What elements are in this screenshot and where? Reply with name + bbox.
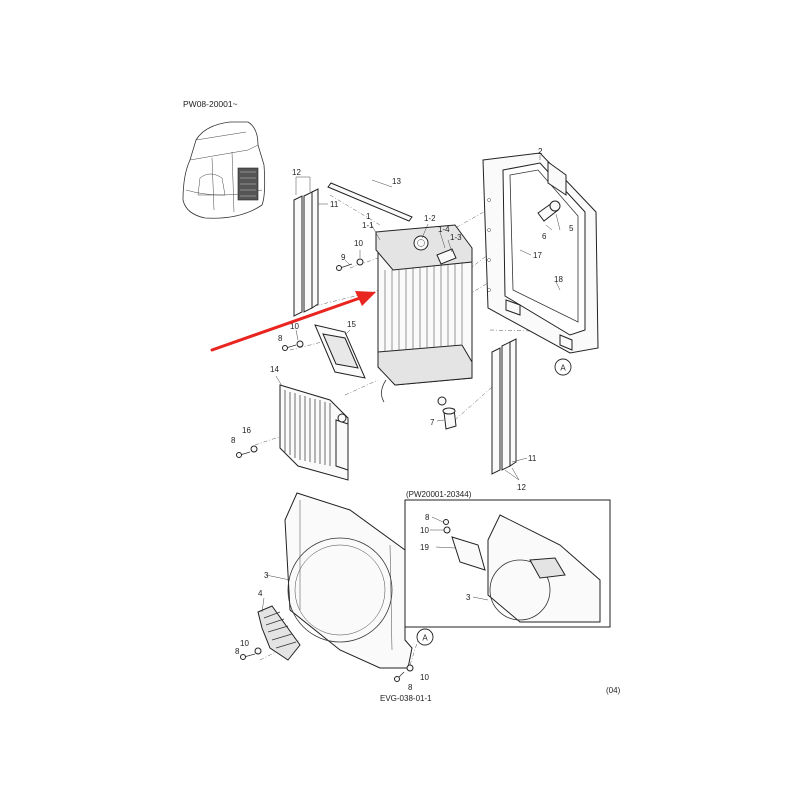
bracket-plate-15	[314, 324, 366, 379]
reference-marker-a-upper: A	[554, 358, 572, 376]
bolt-8-bottom-right	[394, 664, 414, 682]
bolt-8-bottom-left	[240, 647, 262, 660]
callout-18: 18	[554, 275, 563, 284]
callout-15: 15	[347, 320, 356, 329]
callout-9: 9	[341, 253, 346, 262]
callout-11-bot: 11	[528, 454, 537, 463]
callout-10-d: 10	[420, 673, 429, 682]
inset-serial-range: (PW20001-20344)	[406, 490, 472, 499]
callout-17: 17	[533, 251, 542, 260]
callout-1: 1	[366, 212, 371, 221]
callout-11-top: 11	[330, 200, 339, 209]
callout-1-3: 1-3	[450, 233, 462, 242]
callout-7: 7	[430, 418, 435, 427]
callout-1-1: 1-1	[362, 221, 374, 230]
serial-range-label: PW08-20001~	[183, 99, 238, 109]
callout-labels: 2 13 12 11 1 1-1 1-2 1-4 1-3 5 6 17 18 1…	[231, 147, 574, 692]
page-reference: (04)	[606, 686, 621, 695]
radiator-frame-2	[482, 152, 599, 354]
callout-6: 6	[542, 232, 547, 241]
reference-marker-a-lower: A	[416, 628, 434, 646]
callout-8-c: 8	[235, 647, 240, 656]
callout-14: 14	[270, 365, 279, 374]
callout-10-c: 10	[240, 639, 249, 648]
seal-column-upper-left	[293, 188, 319, 317]
callout-8-b: 8	[231, 436, 236, 445]
callout-12-top: 12	[292, 168, 301, 177]
callout-12-bot: 12	[517, 483, 526, 492]
callout-5: 5	[569, 224, 574, 233]
callout-10-a: 10	[354, 239, 363, 248]
red-pointer-arrow	[210, 291, 376, 352]
machine-cab-thumbnail	[182, 121, 266, 219]
callout-10-inset: 10	[420, 526, 429, 535]
seal-column-lower-right	[491, 338, 517, 475]
oil-cooler-14	[279, 384, 349, 481]
callout-3-inset: 3	[466, 593, 471, 602]
fan-guard-bracket-4	[257, 605, 301, 661]
hose-fitting-5	[537, 200, 561, 222]
reference-marker-a-lower-label: A	[422, 634, 428, 643]
seal-strip-13	[327, 182, 413, 222]
callout-8-d: 8	[408, 683, 413, 692]
callout-2: 2	[538, 147, 543, 156]
inset-detail-box	[404, 499, 611, 628]
radiator-core-1	[375, 224, 473, 406]
bolt-8-lower	[236, 445, 258, 458]
fan-shroud-3	[284, 492, 413, 669]
drain-plug-7	[442, 407, 457, 430]
callout-19: 19	[420, 543, 429, 552]
callout-3: 3	[264, 571, 269, 580]
callout-4: 4	[258, 589, 263, 598]
callout-10-b: 10	[290, 322, 299, 331]
callout-1-2: 1-2	[424, 214, 436, 223]
callout-8-a: 8	[278, 334, 283, 343]
callout-16: 16	[242, 426, 251, 435]
figure-code: EVG-038-01-1	[380, 694, 432, 703]
bolt-8-mid	[282, 340, 304, 351]
reference-marker-a-upper-label: A	[560, 364, 566, 373]
callout-8-inset: 8	[425, 513, 430, 522]
callout-1-4: 1-4	[438, 225, 450, 234]
leader-lines	[261, 155, 561, 613]
callout-13: 13	[392, 177, 401, 186]
